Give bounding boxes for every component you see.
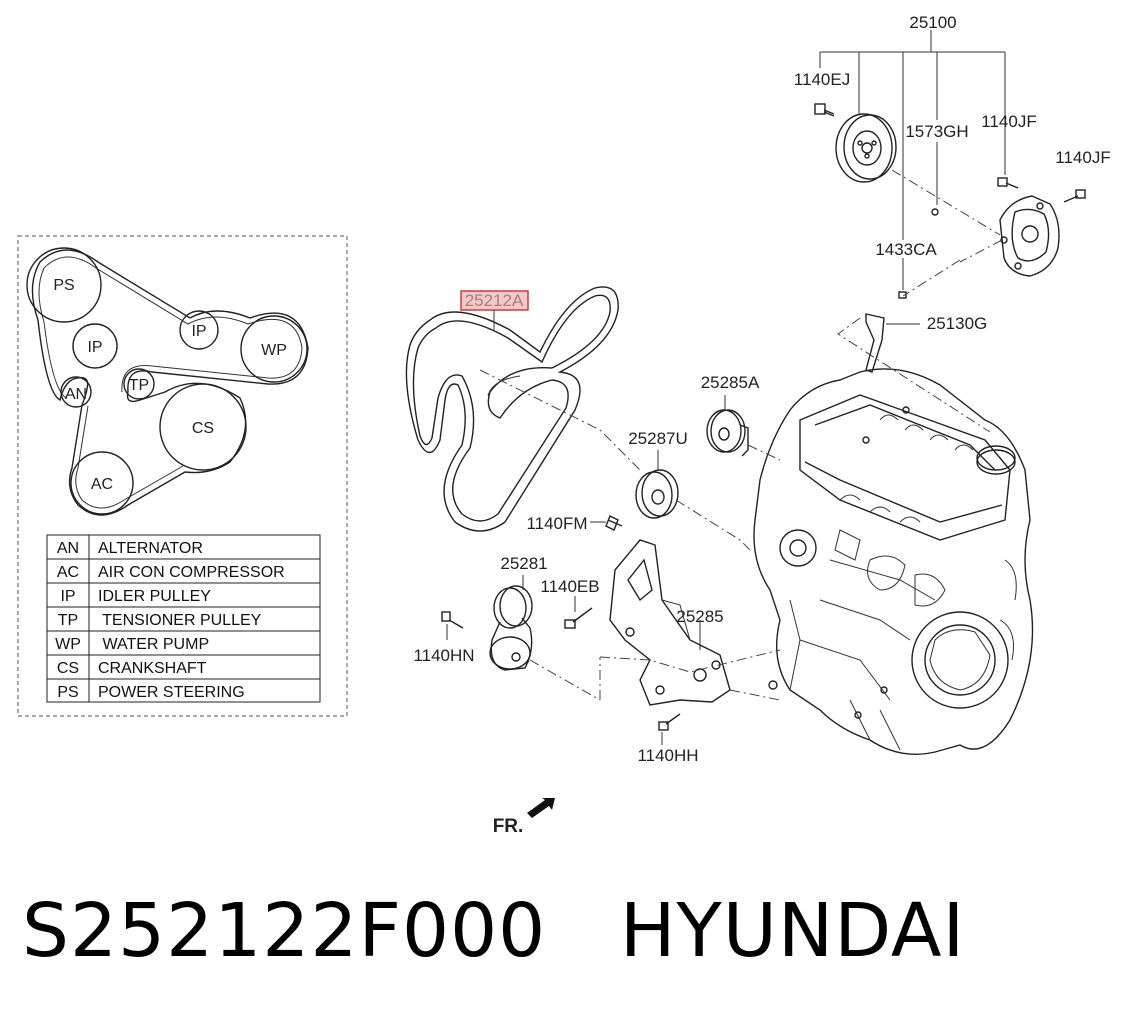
callout-1140fm: 1140FM — [526, 514, 587, 533]
callout-25285: 25285 — [676, 607, 723, 626]
legend-code: CS — [57, 660, 79, 677]
callout-25130g: 25130G — [927, 314, 988, 333]
pulley-ip-lower — [72, 323, 118, 369]
pulley-ps — [26, 247, 102, 323]
pulley-wp — [240, 315, 308, 383]
bolt-1140ej — [814, 103, 835, 117]
callout-25212a-highlight[interactable]: 25212A — [460, 290, 529, 330]
callout-25287u: 25287U — [628, 429, 688, 448]
callout-25285a: 25285A — [701, 373, 760, 392]
pulley-an-label: AN — [65, 386, 87, 403]
callout-25100: 25100 — [909, 13, 956, 32]
pulley-tp-label: TP — [129, 377, 149, 394]
legend-code: AN — [57, 540, 79, 557]
legend-code: IP — [60, 588, 75, 605]
legend-name: POWER STEERING — [98, 684, 245, 701]
part-number: S252122F000 — [22, 888, 547, 974]
legend-code: TP — [58, 612, 78, 629]
legend-name: ALTERNATOR — [98, 540, 203, 557]
callout-1140hn: 1140HN — [413, 646, 474, 665]
callout-25212a: 25212A — [465, 291, 524, 310]
bolt-1140eb — [564, 596, 593, 629]
pulley-wp-label: WP — [261, 342, 287, 359]
pulley-an — [60, 376, 92, 408]
water-pump-body — [999, 195, 1060, 277]
tensioner-pulley-25287u — [479, 369, 751, 551]
gasket-25130g — [865, 313, 920, 373]
legend-name: IDLER PULLEY — [98, 588, 211, 605]
pulley-cs-label: CS — [192, 420, 214, 437]
callout-1140eb: 1140EB — [540, 577, 599, 596]
callout-1140ej: 1140EJ — [794, 70, 850, 89]
bolt-1140jf-a — [997, 177, 1019, 189]
callout-1433ca: 1433CA — [875, 240, 937, 259]
idler-pulley-25285a — [706, 395, 781, 461]
drive-belt-illustration — [405, 286, 619, 532]
pulley-cs — [159, 383, 247, 471]
pulley-tp — [123, 368, 155, 400]
bolt-1140jf-b — [1063, 189, 1086, 203]
pulley-ac — [70, 451, 134, 515]
callout-1140jf-a: 1140JF — [981, 112, 1036, 131]
pulley-ip-upper — [179, 310, 219, 350]
belt-routing-panel: PS IP WP IP AN TP CS AC AN ALTERNATOR AC — [17, 235, 348, 717]
legend-code: PS — [57, 684, 78, 701]
callout-1140jf-b: 1140JF — [1055, 148, 1110, 167]
bolt-1140hn — [441, 611, 464, 640]
front-direction-arrow — [527, 798, 555, 818]
legend-code: AC — [57, 564, 79, 581]
part-number-caption: S252122F000 HYUNDAI — [22, 888, 1122, 988]
bolt-1140hh — [658, 713, 681, 745]
legend-code: WP — [55, 636, 81, 653]
pulley-ac-label: AC — [91, 476, 113, 493]
legend-name: CRANKSHAFT — [98, 660, 207, 677]
water-pump-assembly — [814, 30, 1086, 433]
bracket-25285 — [599, 539, 781, 706]
water-pump-pulley — [835, 113, 897, 183]
pulley-ip-lower-label: IP — [87, 339, 102, 356]
pulley-ip-upper-label: IP — [191, 323, 206, 340]
tensioner-assembly-25281 — [489, 575, 601, 701]
legend-name: TENSIONER PULLEY — [98, 612, 262, 629]
engine-block — [753, 368, 1034, 755]
callout-25281: 25281 — [500, 554, 547, 573]
legend-name: AIR CON COMPRESSOR — [98, 564, 285, 581]
parts-diagram: PS IP WP IP AN TP CS AC AN ALTERNATOR AC — [17, 13, 1111, 837]
pulley-ps-label: PS — [53, 277, 74, 294]
callout-1140hh: 1140HH — [637, 746, 698, 765]
brand-name: HYUNDAI — [619, 888, 966, 974]
legend-table: AN ALTERNATOR AC AIR CON COMPRESSOR IP I… — [46, 534, 321, 703]
front-label: FR. — [493, 816, 524, 837]
legend-name: WATER PUMP — [98, 636, 209, 653]
bolt-1140fm — [590, 515, 623, 531]
callout-1573gh: 1573GH — [905, 122, 968, 141]
